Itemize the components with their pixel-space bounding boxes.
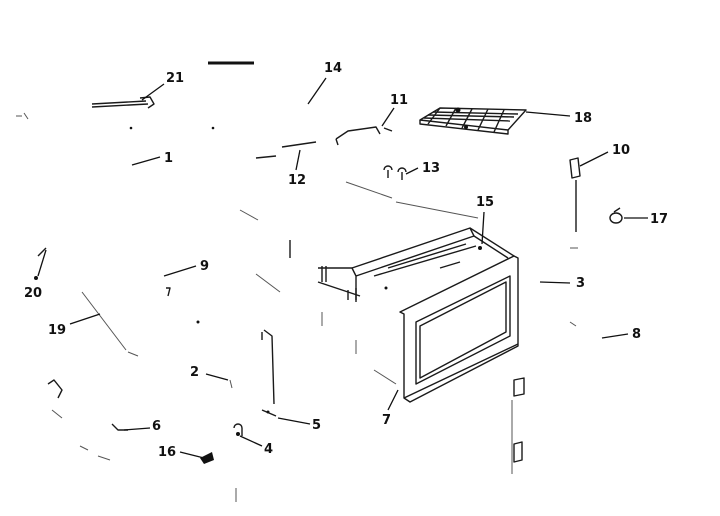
leader-14 bbox=[307, 77, 327, 105]
callout-14: 14 bbox=[324, 61, 342, 76]
callout-16: 16 bbox=[158, 445, 176, 460]
leader-2 bbox=[205, 373, 229, 381]
callout-19: 19 bbox=[48, 323, 66, 338]
leader-1 bbox=[131, 156, 161, 166]
leader-4 bbox=[239, 435, 263, 447]
leader-18 bbox=[525, 111, 571, 117]
callout-21: 21 bbox=[166, 71, 184, 86]
callout-11: 11 bbox=[390, 93, 408, 108]
leader-lines bbox=[37, 77, 648, 459]
leader-13 bbox=[405, 167, 419, 175]
leader-3 bbox=[539, 281, 571, 284]
callout-12: 12 bbox=[288, 173, 306, 188]
callout-labels: 21 1 14 11 12 18 13 10 17 15 3 8 9 20 19… bbox=[24, 61, 668, 460]
leader-19 bbox=[69, 313, 101, 325]
callout-13: 13 bbox=[422, 161, 440, 176]
callout-3: 3 bbox=[576, 276, 585, 291]
leader-12 bbox=[295, 149, 301, 171]
leader-8 bbox=[601, 333, 629, 339]
callout-2: 2 bbox=[190, 365, 199, 380]
part-left-marks bbox=[16, 112, 215, 130]
part-cabinet-housing bbox=[317, 181, 519, 403]
leader-9 bbox=[163, 265, 197, 277]
callout-9: 9 bbox=[200, 259, 209, 274]
part-13-screws bbox=[383, 165, 407, 180]
callout-20: 20 bbox=[24, 286, 42, 301]
callout-18: 18 bbox=[574, 111, 592, 126]
leader-21 bbox=[141, 83, 165, 101]
leader-5 bbox=[277, 417, 311, 425]
part-10-bracket bbox=[569, 157, 581, 249]
part-5-support bbox=[229, 329, 277, 417]
callout-10: 10 bbox=[612, 143, 630, 158]
leader-6 bbox=[123, 427, 151, 431]
callout-15: 15 bbox=[476, 195, 494, 210]
part-small-fasteners bbox=[47, 379, 243, 502]
callout-7: 7 bbox=[382, 413, 391, 428]
leader-15 bbox=[481, 211, 485, 245]
part-18-grille bbox=[419, 107, 527, 135]
part-12-strip bbox=[255, 141, 317, 159]
callout-8: 8 bbox=[632, 327, 641, 342]
part-left-pieces bbox=[34, 209, 291, 357]
callout-4: 4 bbox=[264, 442, 273, 457]
leader-10 bbox=[579, 151, 609, 167]
part-11-bracket bbox=[335, 126, 393, 146]
callout-17: 17 bbox=[650, 212, 668, 227]
part-8-door bbox=[511, 321, 577, 474]
part-17-knob bbox=[609, 207, 623, 224]
leader-11 bbox=[381, 107, 395, 127]
callout-6: 6 bbox=[152, 419, 161, 434]
callout-1: 1 bbox=[164, 151, 173, 166]
callout-5: 5 bbox=[312, 418, 321, 433]
leader-7 bbox=[387, 389, 399, 411]
leader-20 bbox=[37, 249, 47, 277]
leader-16 bbox=[179, 451, 205, 459]
